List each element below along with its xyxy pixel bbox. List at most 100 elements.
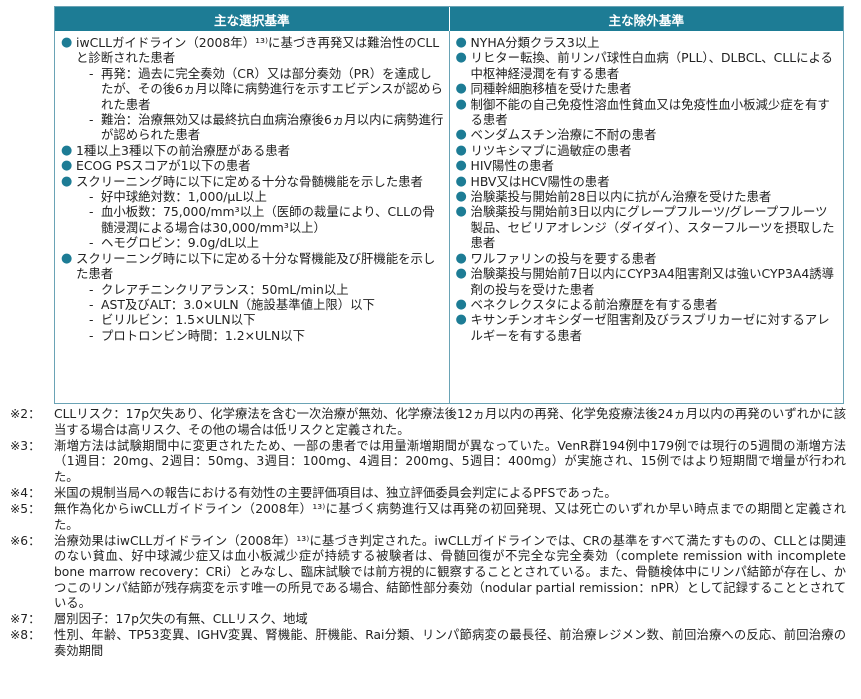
footnote-label: ※5： bbox=[10, 502, 41, 517]
inclusion-criterion: ECOG PSスコアが1以下の患者 bbox=[76, 158, 251, 174]
exclusion-criterion: キサンチンオキシダーゼ阻害剤及びラスブリカーゼに対するアレルギーを有する患者 bbox=[470, 312, 830, 343]
dash-icon: - bbox=[89, 204, 94, 220]
sub-criterion: 難治：治療無効又は最終抗白血病治療後6ヵ月以内に病勢進行が認められた患者 bbox=[101, 112, 444, 143]
exclusion-criterion: 同種幹細胞移植を受けた患者 bbox=[470, 81, 632, 97]
exclusion-criterion: リヒター転換、前リンパ球性白血病（PLL）、DLBCL、CLLによる中枢神経浸潤… bbox=[470, 50, 833, 81]
footnote: ※2：CLLリスク：17p欠失あり、化学療法を含む一次治療が無効、化学療法後12… bbox=[10, 407, 846, 438]
bullet-icon: ● bbox=[455, 312, 467, 328]
footnote: ※4： 米国の規制当局への報告における有効性の主要評価項目は、独立評価委員会判定に… bbox=[10, 486, 846, 502]
inclusion-criterion: 1種以上3種以下の前治療歴がある患者 bbox=[76, 142, 291, 158]
bullet-icon: ● bbox=[61, 158, 73, 174]
bullet-icon: ● bbox=[455, 96, 467, 112]
list-item: ●ECOG PSスコアが1以下の患者 bbox=[61, 158, 444, 173]
exclusion-criterion: ワルファリンの投与を要する患者 bbox=[470, 250, 657, 266]
list-item: ●1種以上3種以下の前治療歴がある患者 bbox=[61, 143, 444, 158]
footnote-text: 性別、年齢、TP53変異、IGHV変異、腎機能、肝機能、Rai分類、リンパ節病変… bbox=[54, 628, 846, 658]
footnote: ※6： 治療効果はiwCLLガイドライン（2008年）¹³⁾に基づき判定された。i… bbox=[10, 534, 846, 612]
sub-criterion: 血小板数：75,000/mm³以上（医師の裁量により、CLLの骨髄浸潤による場合… bbox=[101, 204, 435, 235]
footnote-text: 米国の規制当局への報告における有効性の主要評価項目は、独立評価委員会判定によるP… bbox=[54, 485, 617, 500]
exclusion-criterion: HIV陽性の患者 bbox=[470, 158, 554, 174]
table-header: 主な選択基準 主な除外基準 bbox=[55, 7, 843, 31]
sub-criterion: AST及びALT：3.0×ULN（施設基準値上限）以下 bbox=[101, 296, 375, 312]
bullet-icon: ● bbox=[455, 50, 467, 66]
exclusion-criterion: ベネクレクスタによる前治療歴を有する患者 bbox=[470, 296, 718, 312]
list-item: ●ワルファリンの投与を要する患者 bbox=[456, 251, 839, 266]
sub-criterion: プロトロンビン時間：1.2×ULN以下 bbox=[101, 327, 306, 343]
bullet-icon: ● bbox=[455, 189, 467, 205]
bullet-icon: ● bbox=[61, 173, 73, 189]
sub-criterion: 好中球絶対数：1,000/μL以上 bbox=[101, 189, 267, 205]
inclusion-header: 主な選択基準 bbox=[213, 12, 290, 28]
footnote-label: ※8： bbox=[10, 628, 41, 643]
footnote-label: ※4： bbox=[10, 485, 41, 500]
footnote: ※5： 無作為化からiwCLLガイドライン（2008年）¹³⁾に基づく病勢進行又は… bbox=[10, 502, 846, 533]
inclusion-column: ●iwCLLガイドライン（2008年）¹³⁾に基づき再発又は難治性のCLLと診断… bbox=[55, 31, 449, 403]
criteria-table: 主な選択基準 主な除外基準 ●iwCLLガイドライン（2008年）¹³⁾に基づき… bbox=[54, 6, 844, 404]
bullet-icon: ● bbox=[455, 173, 467, 189]
list-item: ●NYHA分類クラス3以上 bbox=[456, 35, 839, 50]
exclusion-criterion: リツキシマブに過敏症の患者 bbox=[470, 142, 632, 158]
footnotes: ※2：CLLリスク：17p欠失あり、化学療法を含む一次治療が無効、化学療法後12… bbox=[10, 407, 846, 660]
bullet-icon: ● bbox=[455, 81, 467, 97]
dash-icon: - bbox=[89, 327, 94, 343]
list-item: ●スクリーニング時に以下に定める十分な骨髄機能を示した患者 bbox=[61, 174, 444, 189]
footnote-text: 無作為化からiwCLLガイドライン（2008年）¹³⁾に基づく病勢進行又は再発の… bbox=[54, 502, 846, 532]
list-item: ●治験薬投与開始前7日以内にCYP3A4阻害剤又は強いCYP3A4誘導剤の投与を… bbox=[456, 266, 839, 297]
footnote-text: 治療効果はiwCLLガイドライン（2008年）¹³⁾に基づき判定された。iwCL… bbox=[54, 533, 846, 611]
list-item: ●治験薬投与開始前28日以内に抗がん治療を受けた患者 bbox=[456, 189, 839, 204]
footnote-text: 層別因子：17p欠失の有無、CLLリスク、地域 bbox=[54, 612, 308, 627]
footnote-label: ※6： bbox=[10, 533, 41, 548]
inclusion-criterion: スクリーニング時に以下に定める十分な骨髄機能を示した患者 bbox=[76, 173, 423, 189]
bullet-icon: ● bbox=[61, 35, 73, 50]
dash-icon: - bbox=[89, 312, 94, 328]
bullet-icon: ● bbox=[455, 158, 467, 174]
list-item: ●HBV又はHCV陽性の患者 bbox=[456, 174, 839, 189]
sub-item: -血小板数：75,000/mm³以上（医師の裁量により、CLLの骨髄浸潤による場… bbox=[61, 204, 444, 235]
footnote: ※3：漸増方法は試験期間中に変更されたため、一部の患者では用量漸増期間が異なって… bbox=[10, 439, 846, 486]
list-item: ●キサンチンオキシダーゼ阻害剤及びラスブリカーゼに対するアレルギーを有する患者 bbox=[456, 312, 839, 343]
sub-criterion: ビリルビン：1.5×ULN以下 bbox=[101, 312, 256, 328]
bullet-icon: ● bbox=[455, 35, 467, 50]
list-item: ●HIV陽性の患者 bbox=[456, 158, 839, 173]
list-item: ●ベネクレクスタによる前治療歴を有する患者 bbox=[456, 297, 839, 312]
bullet-icon: ● bbox=[455, 266, 467, 282]
footnote: ※8： 性別、年齢、TP53変異、IGHV変異、腎機能、肝機能、Rai分類、リンパ… bbox=[10, 628, 846, 659]
exclusion-criterion: 制御不能の自己免疫性溶血性貧血又は免疫性血小板減少症を有する患者 bbox=[470, 96, 830, 128]
dash-icon: - bbox=[89, 296, 94, 312]
bullet-icon: ● bbox=[455, 204, 467, 220]
sub-item: -ヘモグロビン：9.0g/dL以上 bbox=[61, 235, 444, 250]
bullet-icon: ● bbox=[61, 142, 73, 158]
exclusion-criterion: 治験薬投与開始前28日以内に抗がん治療を受けた患者 bbox=[470, 189, 772, 205]
list-item: ●同種幹細胞移植を受けた患者 bbox=[456, 81, 839, 96]
sub-item: -AST及びALT：3.0×ULN（施設基準値上限）以下 bbox=[61, 297, 444, 312]
sub-item: -難治：治療無効又は最終抗白血病治療後6ヵ月以内に病勢進行が認められた患者 bbox=[61, 112, 444, 143]
sub-item: -プロトロンビン時間：1.2×ULN以下 bbox=[61, 328, 444, 343]
dash-icon: - bbox=[89, 65, 94, 81]
exclusion-criterion: NYHA分類クラス3以上 bbox=[470, 35, 600, 50]
list-item: ●リヒター転換、前リンパ球性白血病（PLL）、DLBCL、CLLによる中枢神経浸… bbox=[456, 50, 839, 81]
sub-item: -クレアチニンクリアランス：50mL/min以上 bbox=[61, 282, 444, 297]
footnote-label: ※3： bbox=[10, 438, 41, 453]
exclusion-criterion: ベンダムスチン治療に不耐の患者 bbox=[470, 127, 657, 143]
bullet-icon: ● bbox=[61, 250, 73, 266]
list-item: ●スクリーニング時に以下に定める十分な腎機能及び肝機能を示した患者 bbox=[61, 251, 444, 282]
list-item: ●リツキシマブに過敏症の患者 bbox=[456, 143, 839, 158]
inclusion-criterion: iwCLLガイドライン（2008年）¹³⁾に基づき再発又は難治性のCLLと診断さ… bbox=[76, 35, 440, 66]
sub-criterion: 再発：過去に完全奏効（CR）又は部分奏効（PR）を達成したが、その後6ヵ月以降に… bbox=[101, 65, 443, 112]
dash-icon: - bbox=[89, 112, 94, 128]
dash-icon: - bbox=[89, 235, 94, 251]
exclusion-criterion: 治験薬投与開始前3日以内にグレープフルーツ/グレープフルーツ製品、セビリアオレン… bbox=[470, 204, 835, 251]
bullet-icon: ● bbox=[455, 127, 467, 143]
dash-icon: - bbox=[89, 189, 94, 205]
sub-item: -好中球絶対数：1,000/μL以上 bbox=[61, 189, 444, 204]
table-body: ●iwCLLガイドライン（2008年）¹³⁾に基づき再発又は難治性のCLLと診断… bbox=[55, 31, 843, 403]
sub-criterion: クレアチニンクリアランス：50mL/min以上 bbox=[101, 281, 349, 297]
sub-item: -再発：過去に完全奏効（CR）又は部分奏効（PR）を達成したが、その後6ヵ月以降… bbox=[61, 66, 444, 112]
sub-criterion: ヘモグロビン：9.0g/dL以上 bbox=[101, 235, 260, 251]
bullet-icon: ● bbox=[455, 142, 467, 158]
exclusion-column: ●NYHA分類クラス3以上 ●リヒター転換、前リンパ球性白血病（PLL）、DLB… bbox=[448, 31, 844, 403]
exclusion-header: 主な除外基準 bbox=[448, 7, 844, 31]
bullet-icon: ● bbox=[455, 250, 467, 266]
bullet-icon: ● bbox=[455, 296, 467, 312]
